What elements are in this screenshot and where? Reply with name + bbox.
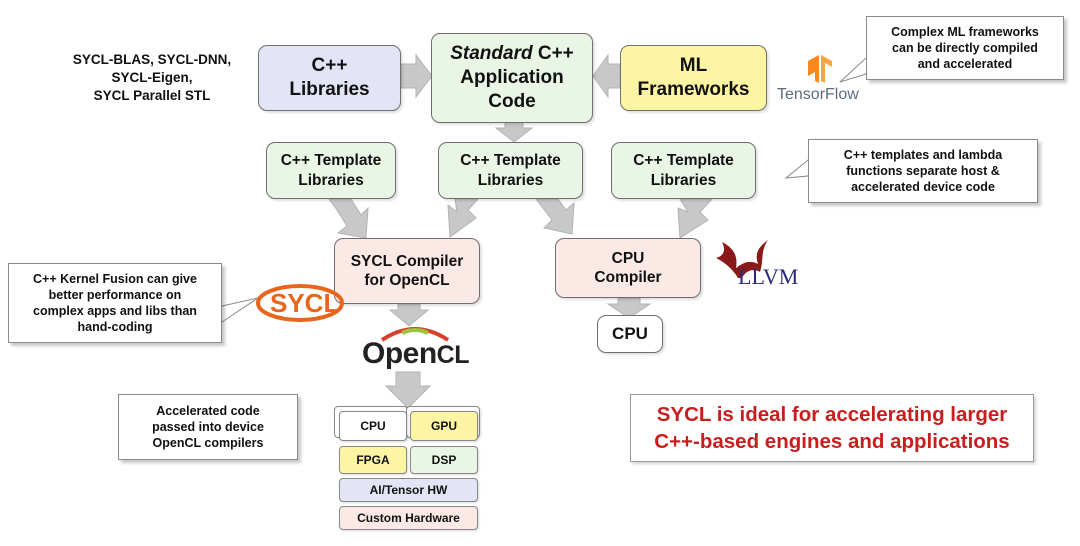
llvm-logo-text: LLVM — [738, 264, 799, 289]
sycl-libraries-list: SYCL-BLAS, SYCL-DNN, SYCL-Eigen, SYCL Pa… — [72, 52, 232, 103]
hw-dsp: DSP — [410, 446, 478, 474]
opencl-logo: OpenCL — [362, 337, 470, 371]
callout-templates-tail — [784, 158, 809, 179]
arrow-tpl2-to-cpu — [534, 198, 575, 235]
arrow-sycl-to-opencl — [388, 303, 430, 327]
arrow-libs-to-app — [400, 53, 433, 99]
tagline-box: SYCL is ideal for accelerating larger C+… — [630, 394, 1034, 462]
arrow-tpl3-to-cpu — [677, 198, 714, 239]
callout-fusion-tail — [221, 297, 259, 323]
template-libraries-box-2: C++ Template Libraries — [438, 142, 583, 199]
app-code-italic: Standard — [450, 43, 533, 65]
cpp-libraries-box: C++ Libraries — [258, 45, 401, 111]
opencl-logo-cl: CL — [436, 341, 470, 369]
hw-custom-hardware: Custom Hardware — [339, 506, 478, 530]
opencl-logo-open: Open — [362, 337, 437, 370]
sycl-logo-text: SYCL — [270, 288, 340, 318]
hw-cpu: CPU — [339, 411, 407, 441]
callout-ml-tail — [839, 56, 867, 83]
cpu-compiler-box: CPU Compiler — [555, 238, 701, 298]
hw-fpga: FPGA — [339, 446, 407, 474]
tensorflow-label: TensorFlow — [777, 86, 859, 103]
arrow-ml-to-app — [592, 53, 621, 99]
callout-templates-lambda: C++ templates and lambda functions separ… — [808, 139, 1038, 203]
arrow-tpl2-to-sycl — [447, 198, 480, 238]
callout-ml-frameworks: Complex ML frameworks can be directly co… — [866, 16, 1064, 80]
template-libraries-box-1: C++ Template Libraries — [266, 142, 396, 199]
sycl-compiler-box: SYCL Compiler for OpenCL — [334, 238, 480, 304]
template-libraries-box-3: C++ Template Libraries — [611, 142, 756, 199]
cpu-box: CPU — [597, 315, 663, 353]
callout-kernel-fusion: C++ Kernel Fusion can give better perfor… — [8, 263, 222, 343]
tensorflow-logo-icon — [808, 55, 832, 83]
llvm-dragon-icon — [716, 240, 768, 278]
application-code-box: Standard C++ Application Code — [431, 33, 593, 123]
arrow-cpucompiler-to-cpu — [606, 297, 652, 319]
callout-accelerated-code: Accelerated code passed into device Open… — [118, 394, 298, 460]
hardware-stack: CPU GPU FPGA DSP AI/Tensor HW Custom Har… — [334, 406, 482, 530]
arrow-tpl1-to-sycl — [328, 198, 369, 239]
hw-gpu: GPU — [410, 411, 478, 441]
arrow-opencl-to-hw — [384, 371, 432, 409]
opencl-arc-icon — [380, 327, 450, 342]
ml-frameworks-box: ML Frameworks — [620, 45, 767, 111]
app-code-rest: C++ — [532, 43, 574, 65]
sycl-logo-icon — [256, 284, 344, 322]
arrow-app-to-template — [494, 121, 534, 143]
hw-ai-tensor: AI/Tensor HW — [339, 478, 478, 502]
